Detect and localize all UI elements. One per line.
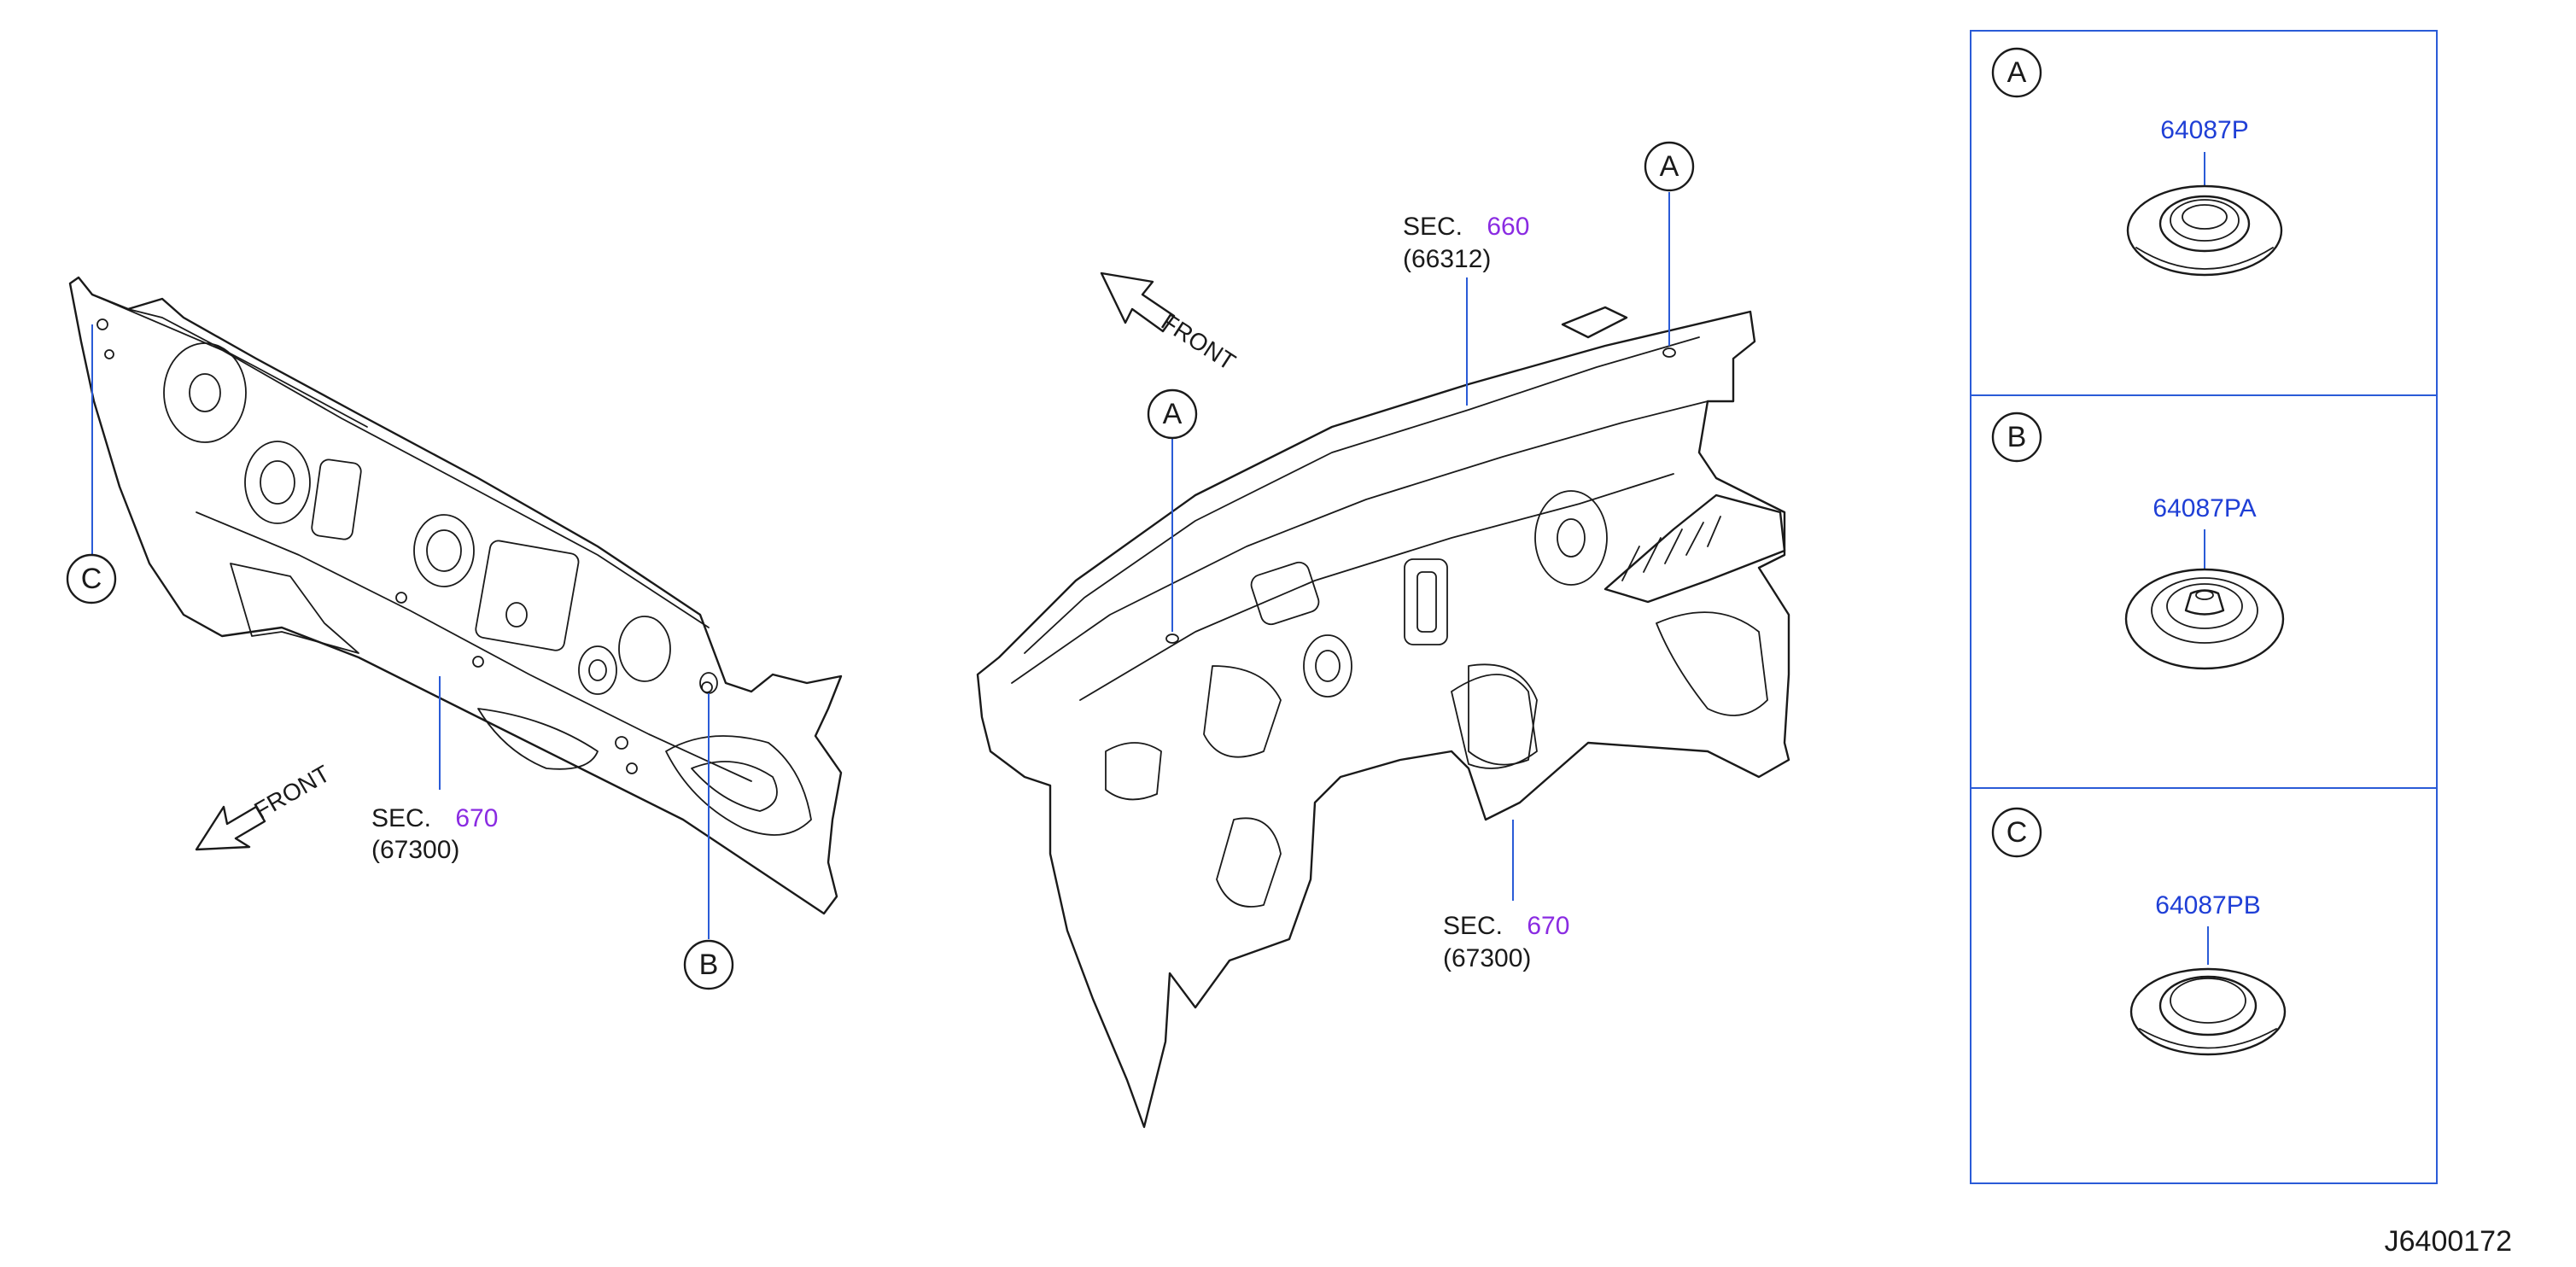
front-label-center: FRONT	[1157, 308, 1241, 376]
callout-a-center-right: A	[1644, 141, 1695, 192]
sec-code-center-upper: (66312)	[1403, 245, 1491, 273]
reference-id: J6400172	[2385, 1225, 2512, 1258]
sec-label-left: SEC. 670	[371, 804, 498, 832]
sec-label-center-lower: SEC. 670	[1443, 912, 1569, 940]
svg-text:B: B	[699, 949, 719, 981]
sec-label-center-upper: SEC. 660	[1403, 213, 1529, 241]
part-number-c: 64087PB	[2155, 891, 2260, 920]
sec-code-center-lower: (67300)	[1443, 944, 1531, 972]
svg-text:B: B	[2007, 421, 2027, 453]
svg-text:C: C	[81, 563, 102, 595]
callout-a-center-left: A	[1147, 388, 1198, 440]
part-number-a: 64087P	[2160, 116, 2248, 144]
left-dash-panel	[68, 276, 843, 915]
svg-text:C: C	[2006, 816, 2028, 849]
front-arrow-icon	[1100, 272, 1176, 333]
callout-b-left: B	[683, 939, 734, 990]
front-arrow-icon	[195, 805, 266, 851]
grommet-icon	[2126, 184, 2283, 277]
svg-text:A: A	[2007, 56, 2027, 89]
detail-panels: A 64087P B 64087PA	[1970, 30, 2438, 1184]
front-label-left: FRONT	[250, 760, 335, 824]
detail-panel-c: C 64087PB	[1991, 807, 2287, 1056]
detail-panel-a: A 64087P	[1991, 47, 2283, 277]
svg-text:A: A	[1660, 150, 1679, 183]
detail-panel-b: B 64087PA	[1991, 412, 2285, 670]
grommet-icon	[2124, 568, 2285, 670]
callout-c-left: C	[66, 553, 117, 604]
center-dash-panel	[976, 306, 1790, 1129]
svg-text:A: A	[1163, 398, 1183, 430]
sec-code-left: (67300)	[371, 836, 459, 864]
part-number-b: 64087PA	[2153, 494, 2256, 523]
grommet-icon	[2129, 967, 2287, 1056]
